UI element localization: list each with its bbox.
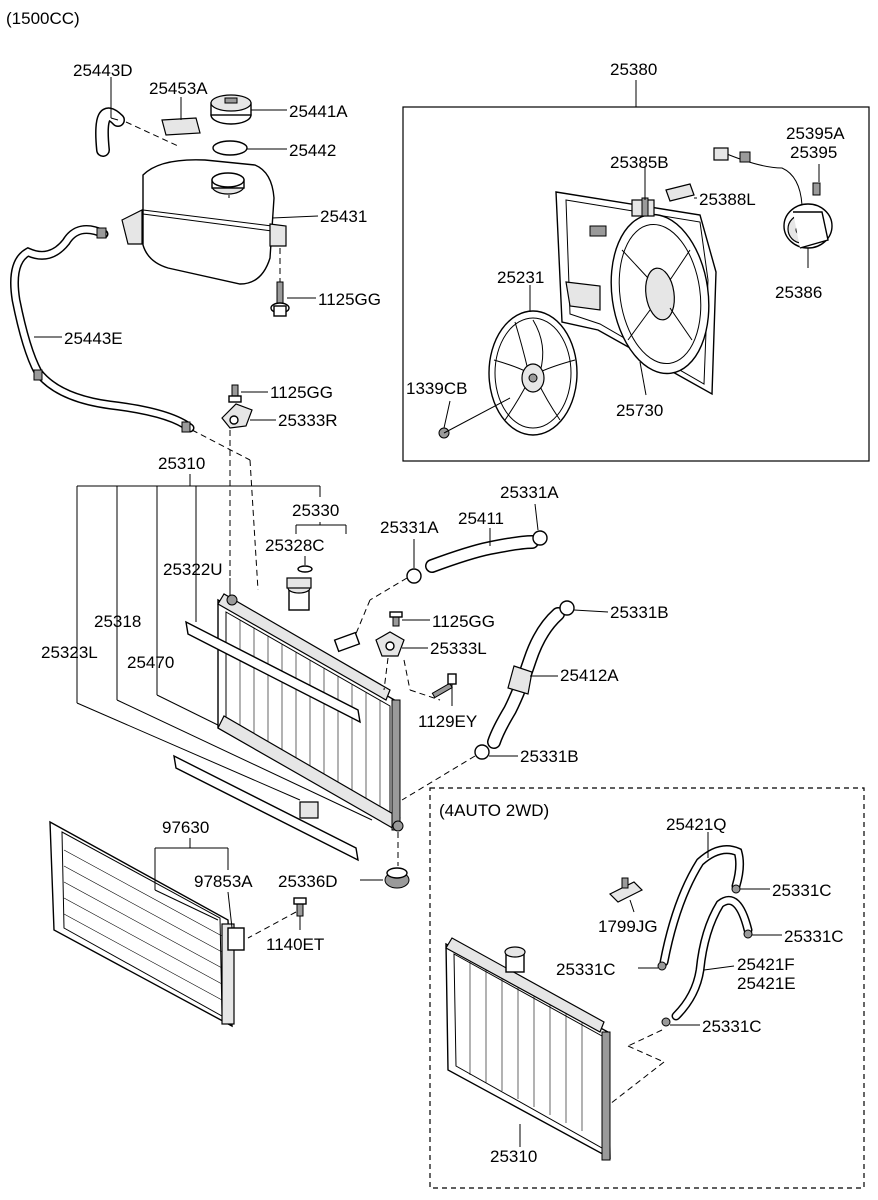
hose-clamp-25331A-left[interactable] [406,568,422,584]
bracket-25318[interactable] [299,801,319,819]
label-25395A: 25395A [786,124,845,143]
label-25453A: 25453A [149,79,208,98]
radiator-cap-25330[interactable] [286,577,312,611]
label-97630: 97630 [162,818,209,837]
resistor-25385B[interactable] [631,197,655,217]
inset-title: (4AUTO 2WD) [439,801,549,820]
bolt-1140ET[interactable] [293,897,307,917]
inset-4auto-2wd-frame [429,787,865,1189]
motor-screw-25395[interactable] [812,182,821,196]
bolt-1125GG-lower-bracket[interactable] [389,611,403,627]
cap-seal-25442[interactable] [212,140,248,156]
label-pad-25453A[interactable] [161,117,201,136]
label-25385B: 25385B [610,153,669,172]
lower-mount-bracket-25333L[interactable] [375,631,405,657]
label-25310-inset: 25310 [490,1147,537,1166]
condenser-97630[interactable] [49,820,245,1028]
label-25386: 25386 [775,283,822,302]
reservoir-hose-25443E[interactable] [10,225,195,433]
label-25331C-c: 25331C [556,960,616,979]
label-25310-main: 25310 [158,454,205,473]
reservoir-tank-25431[interactable] [121,159,287,285]
hose-clamp-25331C-b[interactable] [743,929,753,939]
label-25421Q: 25421Q [666,815,727,834]
label-25333R: 25333R [278,411,338,430]
label-25412A: 25412A [560,666,619,685]
hose-clamp-25331C-c[interactable] [657,961,667,971]
label-25331A-right: 25331A [500,483,559,502]
label-25331B-upper: 25331B [610,603,669,622]
label-1125GG-upper-bracket: 1125GG [270,383,333,402]
reservoir-cap-25441A[interactable] [210,94,252,125]
fan-assembly-frame-25380 [402,106,870,462]
lower-air-guard-25323L[interactable] [173,754,359,862]
hose-clamp-25331B-lower[interactable] [474,744,490,760]
wiring-harness-connector[interactable] [713,147,803,206]
bolt-1125GG-reservoir[interactable] [270,281,290,317]
label-25421F: 25421F [737,955,795,974]
upper-tank-outlet [333,631,361,653]
air-guard-25470[interactable] [185,620,361,724]
label-25443E: 25443E [64,329,123,348]
label-1140ET: 1140ET [266,935,324,954]
label-25331A-left: 25331A [380,518,439,537]
label-25441A: 25441A [289,102,348,121]
fan-shroud-25730[interactable] [555,191,719,396]
lower-insulator-25336D[interactable] [384,867,410,889]
label-25336D: 25336D [278,872,338,891]
label-1799JG: 1799JG [598,917,658,936]
condenser-core-fins [63,849,223,1001]
label-25331C-a: 25331C [772,881,832,900]
engine-variant-label: (1500CC) [6,9,80,28]
label-25411: 25411 [458,509,504,528]
label-25333L: 25333L [430,639,487,658]
inset-radiator-25310[interactable] [445,937,611,1161]
label-1339CB: 1339CB [406,379,467,398]
label-25331C-d: 25331C [702,1017,762,1036]
fan-motor-25386[interactable] [783,203,833,249]
label-25323L: 25323L [41,643,98,662]
label-25730: 25730 [616,401,663,420]
label-25395: 25395 [790,143,837,162]
label-25421E: 25421E [737,974,796,993]
radiator-core-fins [239,620,381,815]
hose-clamp-25331C-a[interactable] [731,884,741,894]
label-25388L: 25388L [699,190,756,209]
label-97853A: 97853A [194,872,253,891]
upper-mount-bracket-25333R[interactable] [221,403,253,429]
label-25380: 25380 [610,60,657,79]
label-25322U: 25322U [163,560,223,579]
label-25470: 25470 [127,653,174,672]
label-25431: 25431 [320,207,367,226]
label-25318: 25318 [94,612,141,631]
oil-cooler-hose-25421F[interactable] [671,895,753,1021]
label-25442: 25442 [289,141,336,160]
label-plate-25388L[interactable] [665,183,695,202]
cap-oring-25328C[interactable] [297,565,313,573]
lower-hose-25412A[interactable] [487,607,565,749]
hose-clamp-25331C-d[interactable] [661,1017,671,1027]
label-25330: 25330 [292,501,339,520]
radiator-25310[interactable] [217,593,404,832]
reservoir-assembly [95,77,319,317]
label-25328C: 25328C [265,536,325,555]
hose-clamp-25331B-upper[interactable] [559,600,575,616]
label-25331C-b: 25331C [784,927,844,946]
oil-cooler-hose-25421Q[interactable] [659,845,745,967]
upper-hose-25411[interactable] [425,535,539,573]
label-25331B-lower: 25331B [520,747,579,766]
label-1129EY: 1129EY [418,712,477,731]
hose-clip-1799JG[interactable] [608,877,644,903]
label-1125GG-reservoir: 1125GG [318,290,381,309]
label-1125GG-lower-bracket: 1125GG [432,612,495,631]
bolt-1125GG-upper-bracket[interactable] [228,384,242,403]
label-25443D: 25443D [73,61,133,80]
fan-blade-25231[interactable] [488,310,578,436]
hose-clamp-25331A-right[interactable] [532,530,548,546]
label-25231: 25231 [497,268,544,287]
